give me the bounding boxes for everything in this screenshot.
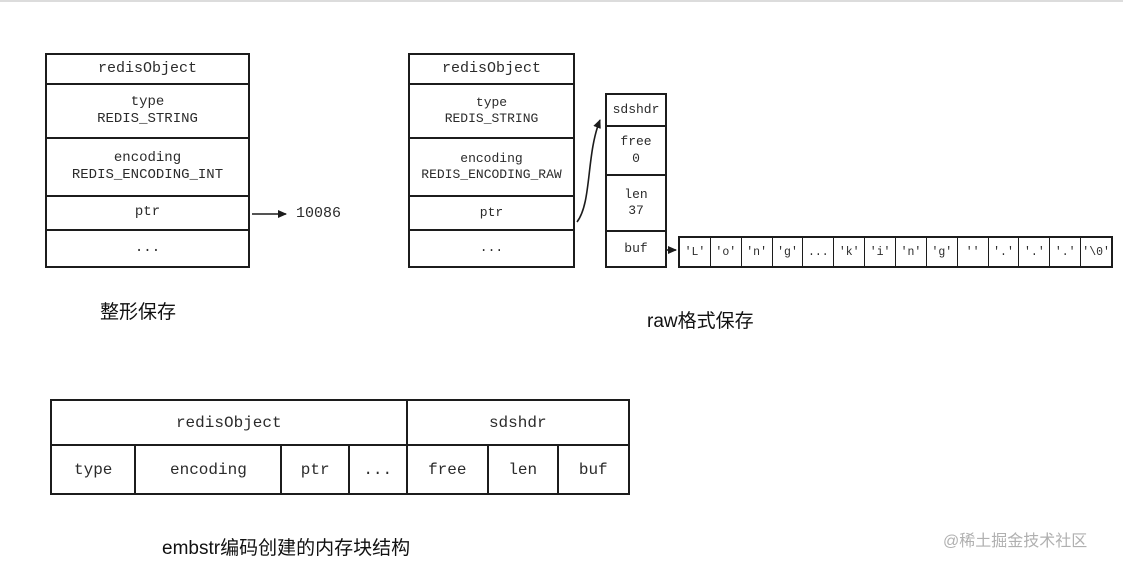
byte-cell: '.' — [1050, 238, 1082, 266]
watermark: @稀土掘金技术社区 — [943, 533, 1088, 550]
embstr-cell-free: free — [408, 446, 489, 493]
raw-row-ptr: ptr — [410, 197, 573, 231]
embstr-cell-len: len — [489, 446, 559, 493]
int-type-value: REDIS_STRING — [97, 111, 198, 127]
embstr-cell-encoding: encoding — [136, 446, 283, 493]
int-row-ellipsis: ... — [134, 239, 161, 256]
top-divider — [0, 0, 1123, 2]
byte-cell: 'o' — [711, 238, 742, 266]
sdshdr-len-label: len — [624, 186, 648, 202]
sdshdr-row-buf: buf — [624, 240, 648, 256]
byte-cell: '\0' — [1082, 245, 1110, 259]
sdshdr-title: sdshdr — [607, 95, 665, 127]
byte-cell: 'n' — [742, 238, 773, 266]
raw-redisobject-table: redisObject type REDIS_STRING encoding R… — [408, 53, 575, 268]
embstr-header-redisobject: redisObject — [52, 401, 408, 444]
raw-type-value: REDIS_STRING — [444, 111, 539, 126]
sdshdr-row-free: free 0 — [607, 127, 665, 176]
raw-row-ellipsis: ... — [479, 240, 504, 256]
raw-encoding-value: REDIS_ENCODING_RAW — [421, 167, 562, 182]
raw-ptr-to-sdshdr-arrow — [576, 119, 601, 223]
raw-row-type: type REDIS_STRING — [410, 85, 573, 139]
embstr-header-row: redisObject sdshdr — [52, 401, 628, 446]
byte-cell: 'n' — [896, 238, 927, 266]
int-redisobject-table: redisObject type REDIS_STRING encoding R… — [45, 53, 250, 268]
byte-cell: 'g' — [773, 238, 804, 266]
int-row-type: type REDIS_STRING — [47, 85, 248, 139]
embstr-table: redisObject sdshdr type encoding ptr ...… — [50, 399, 630, 495]
raw-row-encoding: encoding REDIS_ENCODING_RAW — [410, 139, 573, 197]
buf-bytes-array: 'L' 'o' 'n' 'g' ... 'k' 'i' 'n' 'g' '' '… — [678, 236, 1113, 268]
int-caption: 整形保存 — [100, 302, 177, 323]
byte-cell: '.' — [1019, 238, 1051, 266]
int-encoding-label: encoding — [113, 149, 182, 166]
byte-cell: ... — [803, 238, 835, 266]
int-row-ptr: ptr — [47, 197, 248, 231]
int-type-label: type — [130, 93, 165, 110]
sdshdr-free-value: 0 — [632, 150, 640, 166]
byte-cell: 'i' — [865, 238, 897, 266]
raw-type-label: type — [475, 94, 508, 110]
sdshdr-len-value: 37 — [628, 203, 644, 218]
sdshdr-table: sdshdr free 0 len 37 buf — [605, 93, 667, 268]
embstr-caption: embstr编码创建的内存块结构 — [162, 538, 411, 559]
raw-table-title: redisObject — [410, 55, 573, 85]
int-encoding-value: REDIS_ENCODING_INT — [71, 167, 224, 183]
sdshdr-free-label: free — [620, 134, 652, 150]
byte-cell: '' — [958, 238, 989, 266]
byte-cell: 'g' — [927, 238, 958, 266]
embstr-cells-row: type encoding ptr ... free len buf — [52, 446, 628, 493]
int-table-title: redisObject — [47, 55, 248, 85]
embstr-cell-ellipsis: ... — [350, 446, 408, 493]
int-ptr-target-value: 10086 — [296, 205, 342, 222]
int-row-encoding: encoding REDIS_ENCODING_INT — [47, 139, 248, 197]
raw-caption: raw格式保存 — [647, 311, 754, 332]
byte-cell: '.' — [989, 238, 1020, 266]
embstr-cell-ptr: ptr — [282, 446, 350, 493]
byte-cell: 'L' — [680, 238, 711, 266]
embstr-cell-buf: buf — [578, 460, 608, 479]
byte-cell: 'k' — [834, 238, 866, 266]
embstr-header-sdshdr: sdshdr — [488, 413, 547, 432]
sdshdr-row-len: len 37 — [607, 176, 665, 232]
raw-encoding-label: encoding — [460, 150, 523, 166]
embstr-cell-type: type — [52, 446, 137, 493]
